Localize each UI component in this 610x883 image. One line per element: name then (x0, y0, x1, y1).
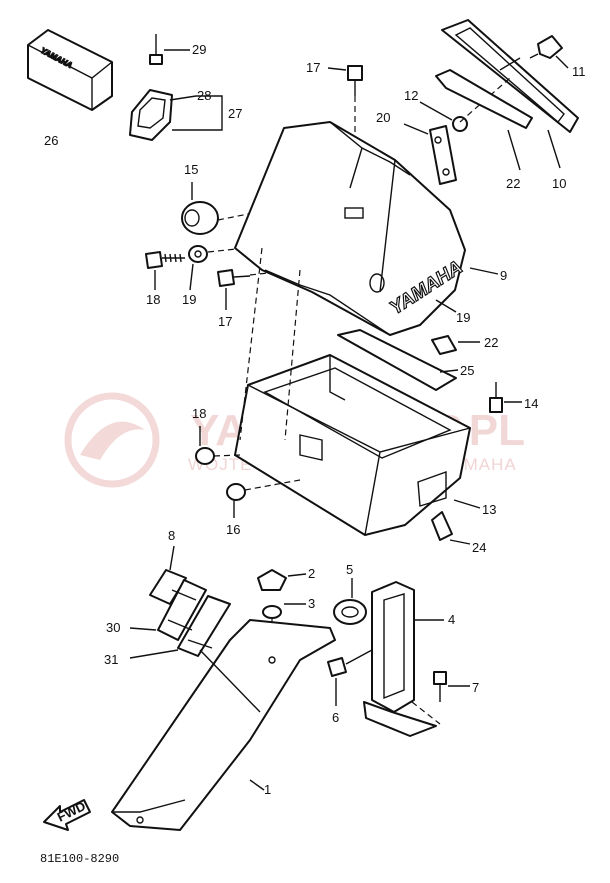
part-22-bracket (403, 123, 457, 185)
part-number: 14 (524, 396, 538, 411)
part-number: 18 (192, 406, 206, 421)
part-27-box: YAMAHA (27, 29, 113, 111)
part-number: 27 (228, 106, 242, 121)
part-7-screw (433, 671, 470, 702)
part-8-31-32-pads (129, 545, 231, 659)
part-4-bracket (363, 581, 444, 737)
part-number: 12 (404, 88, 418, 103)
part-number: 24 (472, 540, 486, 555)
part-number: 3 (308, 596, 315, 611)
part-number: 16 (226, 522, 240, 537)
part-number: 15 (184, 162, 198, 177)
part-1-plate (111, 619, 336, 831)
part-30-bolt (149, 34, 190, 65)
part-20-21-bolt-washer (145, 245, 266, 291)
part-25-clip (431, 511, 471, 545)
part-number: 26 (44, 133, 58, 148)
part-number: 11 (572, 64, 586, 79)
part-28-29-bracket (129, 89, 223, 141)
part-number: 22 (484, 335, 498, 350)
part-number: 6 (332, 710, 339, 725)
diagram-code: 81E100-8290 (40, 852, 119, 866)
part-number: 29 (192, 42, 206, 57)
part-13-box (234, 247, 481, 536)
part-number: 20 (376, 110, 390, 125)
part-11-knob (529, 35, 569, 69)
part-number: 19 (456, 310, 470, 325)
part-number: 19 (182, 292, 196, 307)
part-number: 9 (500, 268, 507, 283)
part-24-strip (435, 69, 533, 171)
part-12-nut (419, 101, 468, 132)
part-number: 13 (482, 502, 496, 517)
part-number: 5 (346, 562, 353, 577)
part-18-grommet (195, 426, 241, 465)
part-9-cover: YAMAHA (234, 121, 499, 336)
part-number: 30 (106, 620, 120, 635)
fwd-arrow-icon: FWD (43, 798, 91, 831)
part-6-bolt (327, 649, 373, 706)
part-number: 17 (306, 60, 320, 75)
part-number: 8 (168, 528, 175, 543)
part-number: 17 (218, 314, 232, 329)
part-number: 18 (146, 292, 160, 307)
part-number-labels: 29 28 27 26 17 12 20 11 22 10 15 9 19 18… (44, 42, 586, 797)
part-14-bolt (489, 382, 522, 413)
part-26-plate (337, 329, 459, 391)
part-number: 22 (506, 176, 520, 191)
part-number: 25 (460, 363, 474, 378)
part-number: 7 (472, 680, 479, 695)
part-number: 1 (264, 782, 271, 797)
part-number: 31 (104, 652, 118, 667)
part-number: 2 (308, 566, 315, 581)
part-number: 28 (197, 88, 211, 103)
part-23-pad (431, 335, 480, 355)
part-5-grommet (333, 578, 367, 625)
part-number: 4 (448, 612, 455, 627)
part-16-grommet (226, 479, 301, 518)
part-number: 10 (552, 176, 566, 191)
